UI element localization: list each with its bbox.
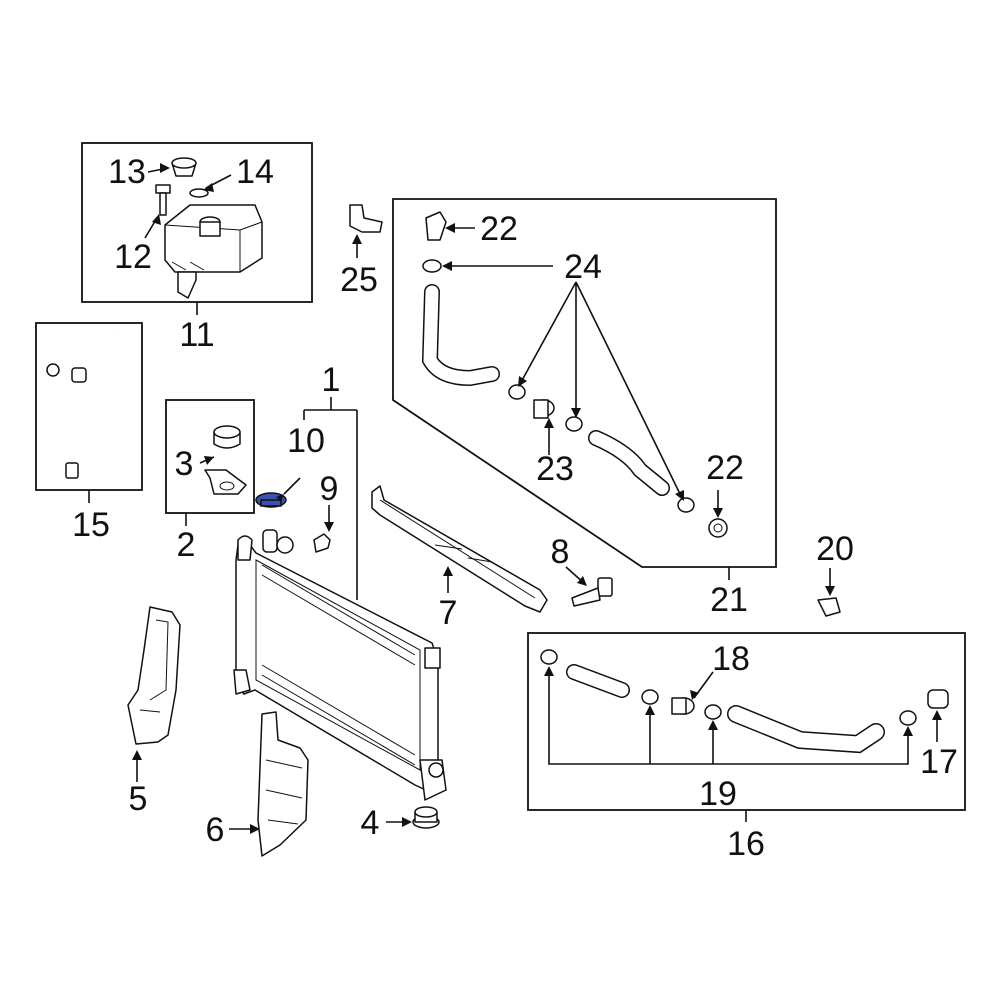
clamp-16-a	[540, 649, 558, 665]
mount-bracket	[204, 469, 247, 495]
callout-7: 7	[439, 594, 458, 632]
reservoir-cap	[171, 157, 197, 177]
callout-9: 9	[320, 470, 339, 508]
box-group-21	[392, 198, 777, 568]
connector-lower	[708, 518, 728, 538]
hose-upper-left	[421, 284, 500, 387]
clamp-mid-2	[565, 416, 583, 432]
clamp-mid-1	[508, 384, 526, 400]
coupler-18	[671, 697, 695, 715]
callout-11: 11	[179, 316, 214, 354]
clamp-right	[677, 497, 695, 513]
callout-23: 23	[536, 450, 574, 488]
radiator	[233, 529, 447, 801]
hose-lower-short	[566, 664, 630, 698]
callout-25: 25	[340, 261, 378, 299]
callout-13: 13	[108, 153, 146, 191]
callout-4: 4	[361, 804, 380, 842]
connector-upper	[425, 211, 447, 241]
callout-8: 8	[551, 533, 570, 571]
callout-5: 5	[129, 780, 148, 818]
mount-insulator	[213, 425, 241, 449]
hose-lower-long	[727, 705, 885, 754]
callout-1: 1	[322, 361, 341, 399]
coupler-23	[533, 399, 555, 419]
callout-21: 21	[710, 581, 748, 619]
clamp-20	[817, 597, 841, 617]
air-guard-left	[127, 606, 181, 745]
leader-line-1	[303, 397, 358, 600]
clamp-16-c	[704, 704, 722, 720]
callout-3: 3	[175, 445, 194, 483]
clamp-16-b	[641, 689, 659, 705]
overflow-hose	[46, 331, 135, 479]
lower-insulator	[412, 806, 440, 829]
callout-12: 12	[114, 238, 152, 276]
reservoir-tank	[164, 204, 263, 299]
callout-24: 24	[564, 248, 602, 286]
callout-16: 16	[727, 825, 765, 863]
upper-support	[371, 485, 548, 613]
callout-15: 15	[72, 506, 110, 544]
callout-6: 6	[206, 811, 225, 849]
callout-22-bottom: 22	[706, 449, 744, 487]
callout-18: 18	[712, 640, 750, 678]
bolt	[571, 577, 613, 607]
callout-20: 20	[816, 530, 854, 568]
connector-17	[927, 689, 949, 709]
callout-17: 17	[920, 743, 958, 781]
arrow-heads	[132, 163, 942, 834]
air-guard-lower	[257, 711, 309, 857]
hose-upper-right	[588, 430, 670, 496]
box-group-2	[165, 399, 255, 514]
callout-10: 10	[287, 422, 325, 460]
reservoir-bolt	[155, 184, 171, 216]
callout-14: 14	[236, 153, 274, 191]
callout-19: 19	[699, 775, 737, 813]
clamp-16-d	[899, 710, 917, 726]
clip-25	[349, 204, 383, 233]
callout-2: 2	[177, 526, 196, 564]
callout-22-top: 22	[480, 210, 518, 248]
clamp-upper	[422, 259, 442, 273]
drain-plug	[313, 533, 331, 553]
cap-gasket	[189, 188, 209, 198]
leader-line-10	[283, 477, 301, 495]
